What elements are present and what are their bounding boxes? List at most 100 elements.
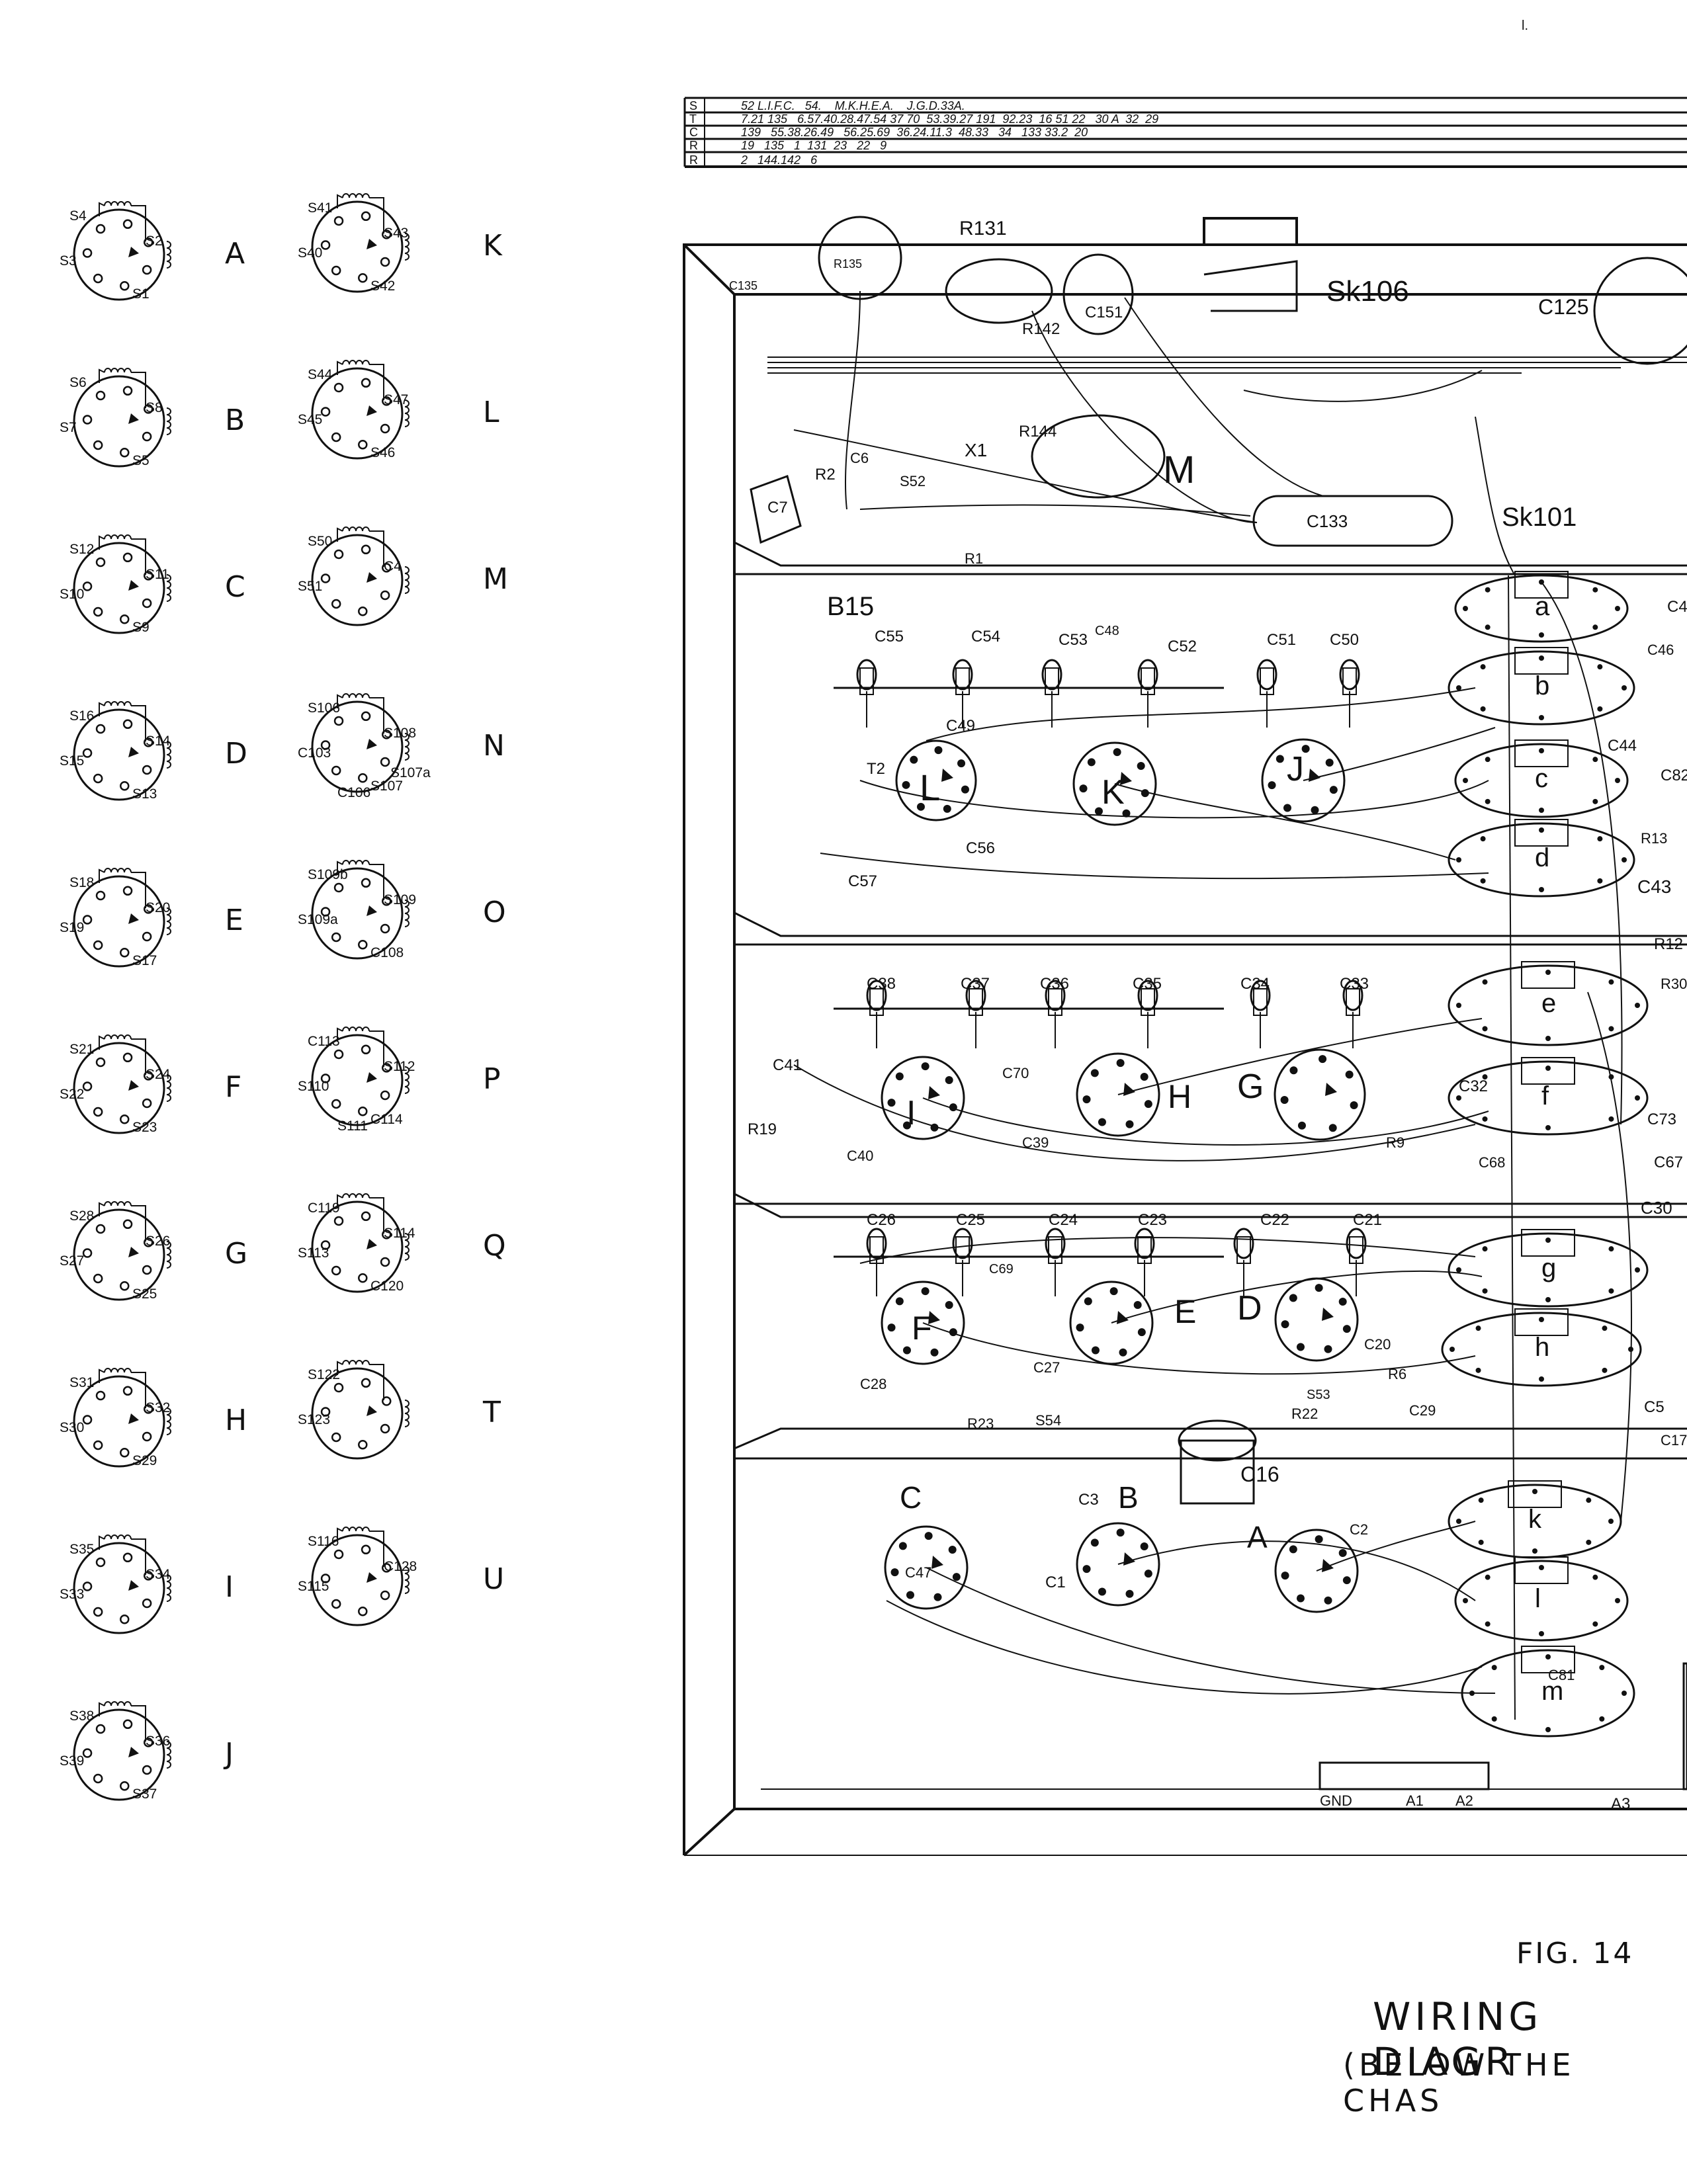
pin-label: S41 (308, 200, 333, 216)
label-c81: C81 (1548, 1667, 1575, 1683)
trimmer (1134, 1228, 1155, 1296)
label-c54: C54 (971, 628, 1000, 646)
legend-letter-c: C (225, 570, 245, 604)
pin-label: S112 (384, 1059, 415, 1074)
label-b15: B15 (827, 592, 874, 621)
label-c17: C17 (1661, 1432, 1687, 1449)
label-r12: R12 (1654, 935, 1683, 953)
label-c151: C151 (1085, 304, 1123, 321)
wafer-label: g (1541, 1253, 1556, 1282)
legend-letter-n: N (483, 729, 505, 763)
c7-cap (750, 475, 802, 544)
label-d: D (1237, 1289, 1262, 1327)
label-t2: T2 (867, 760, 885, 778)
label-c5: C5 (1644, 1398, 1665, 1416)
legend-letter-h: H (225, 1404, 247, 1437)
label-h: H (1168, 1078, 1191, 1115)
trimmer (1256, 659, 1277, 728)
pin-label: S108 (384, 726, 417, 741)
switch-wafer-f: f (1448, 1057, 1649, 1136)
valve-a (1274, 1529, 1359, 1613)
r135-pot (818, 216, 902, 300)
pin-label: S122 (308, 1367, 341, 1382)
label-c39: C39 (1022, 1134, 1049, 1151)
pin-label: S6 (69, 375, 87, 390)
label-c37: C37 (961, 975, 990, 993)
legend-letter-a: A (225, 237, 245, 271)
pin-label: S50 (308, 534, 333, 549)
label-i: I (906, 1094, 916, 1132)
pin-label: S9 (132, 620, 150, 635)
label-l: L (920, 767, 940, 808)
wafer-label: m (1541, 1677, 1563, 1706)
pin-label: C114 (370, 1112, 403, 1127)
c16-body (1180, 1439, 1255, 1505)
label-c50: C50 (1330, 631, 1359, 649)
switch-wafer-h: h (1441, 1308, 1642, 1387)
label-c70: C70 (1002, 1065, 1029, 1081)
label-c24: C24 (1049, 1211, 1078, 1229)
wafer-label: c (1535, 764, 1548, 793)
pin-label: S14 (146, 734, 171, 749)
label-c67: C67 (1654, 1154, 1683, 1171)
pin-label: S37 (132, 1786, 157, 1802)
valve-d (1274, 1277, 1359, 1362)
pin-label: S123 (298, 1412, 331, 1427)
label-c2: C2 (1350, 1521, 1368, 1538)
legend-letter-i: I (225, 1570, 234, 1604)
pin-label: S3 (60, 253, 77, 269)
trimmer (866, 1228, 887, 1296)
legend-letter-q: Q (483, 1229, 506, 1263)
pin-label: S34 (146, 1567, 171, 1582)
label-r1: R1 (965, 550, 983, 567)
label-a3: A3 (1611, 1795, 1630, 1813)
pin-label: S109a (298, 912, 338, 927)
label-c51: C51 (1267, 631, 1296, 649)
wafer-label: e (1541, 989, 1556, 1018)
pin-label: S40 (298, 245, 323, 261)
valve-g (1274, 1048, 1366, 1141)
legend-letter-g: G (225, 1237, 248, 1271)
pin-label: S115 (298, 1579, 329, 1594)
table-row-label: C (689, 126, 698, 139)
label-c133: C133 (1307, 511, 1348, 531)
switch-wafer-g: g (1448, 1229, 1649, 1308)
table-row-values: 52 L.I.F.C. 54. M.K.H.E.A. J.G.D.33A. (741, 99, 965, 112)
label-j: J (1287, 750, 1304, 788)
pin-label: S17 (132, 953, 157, 968)
label-c52: C52 (1168, 638, 1197, 655)
trimmer (1137, 980, 1158, 1048)
label-c41: C41 (773, 1056, 802, 1074)
wiring (793, 290, 1632, 1720)
wafer-label: a (1535, 592, 1550, 621)
label-c35: C35 (1133, 975, 1162, 993)
pin-label: S111 (337, 1118, 368, 1134)
valve-h (1076, 1052, 1160, 1137)
c16-can (1178, 1419, 1257, 1462)
pin-label: S28 (69, 1208, 95, 1224)
trimmer (1250, 980, 1271, 1048)
c125-can (1593, 257, 1687, 365)
trimmer-capacitors (834, 659, 1367, 1296)
label-c16: C16 (1240, 1462, 1279, 1486)
pin-label: C106 (337, 785, 371, 800)
pin-label: S25 (132, 1286, 157, 1302)
label-r30: R30 (1661, 976, 1687, 992)
trimmer (866, 980, 887, 1048)
label-c69: C69 (989, 1262, 1014, 1277)
switch-wafer-c: c (1454, 739, 1629, 818)
label-b: B (1118, 1480, 1139, 1515)
table-row-values: 19 135 1 131 23 22 9 (741, 139, 887, 152)
pin-label: S38 (69, 1708, 95, 1724)
legend-letter-p: P (483, 1062, 501, 1096)
pin-label: C128 (384, 1559, 417, 1574)
table-row-label: R (689, 139, 698, 152)
label-sk106: Sk106 (1326, 275, 1409, 308)
label-r22: R22 (1291, 1406, 1318, 1422)
label-c56: C56 (966, 839, 995, 857)
